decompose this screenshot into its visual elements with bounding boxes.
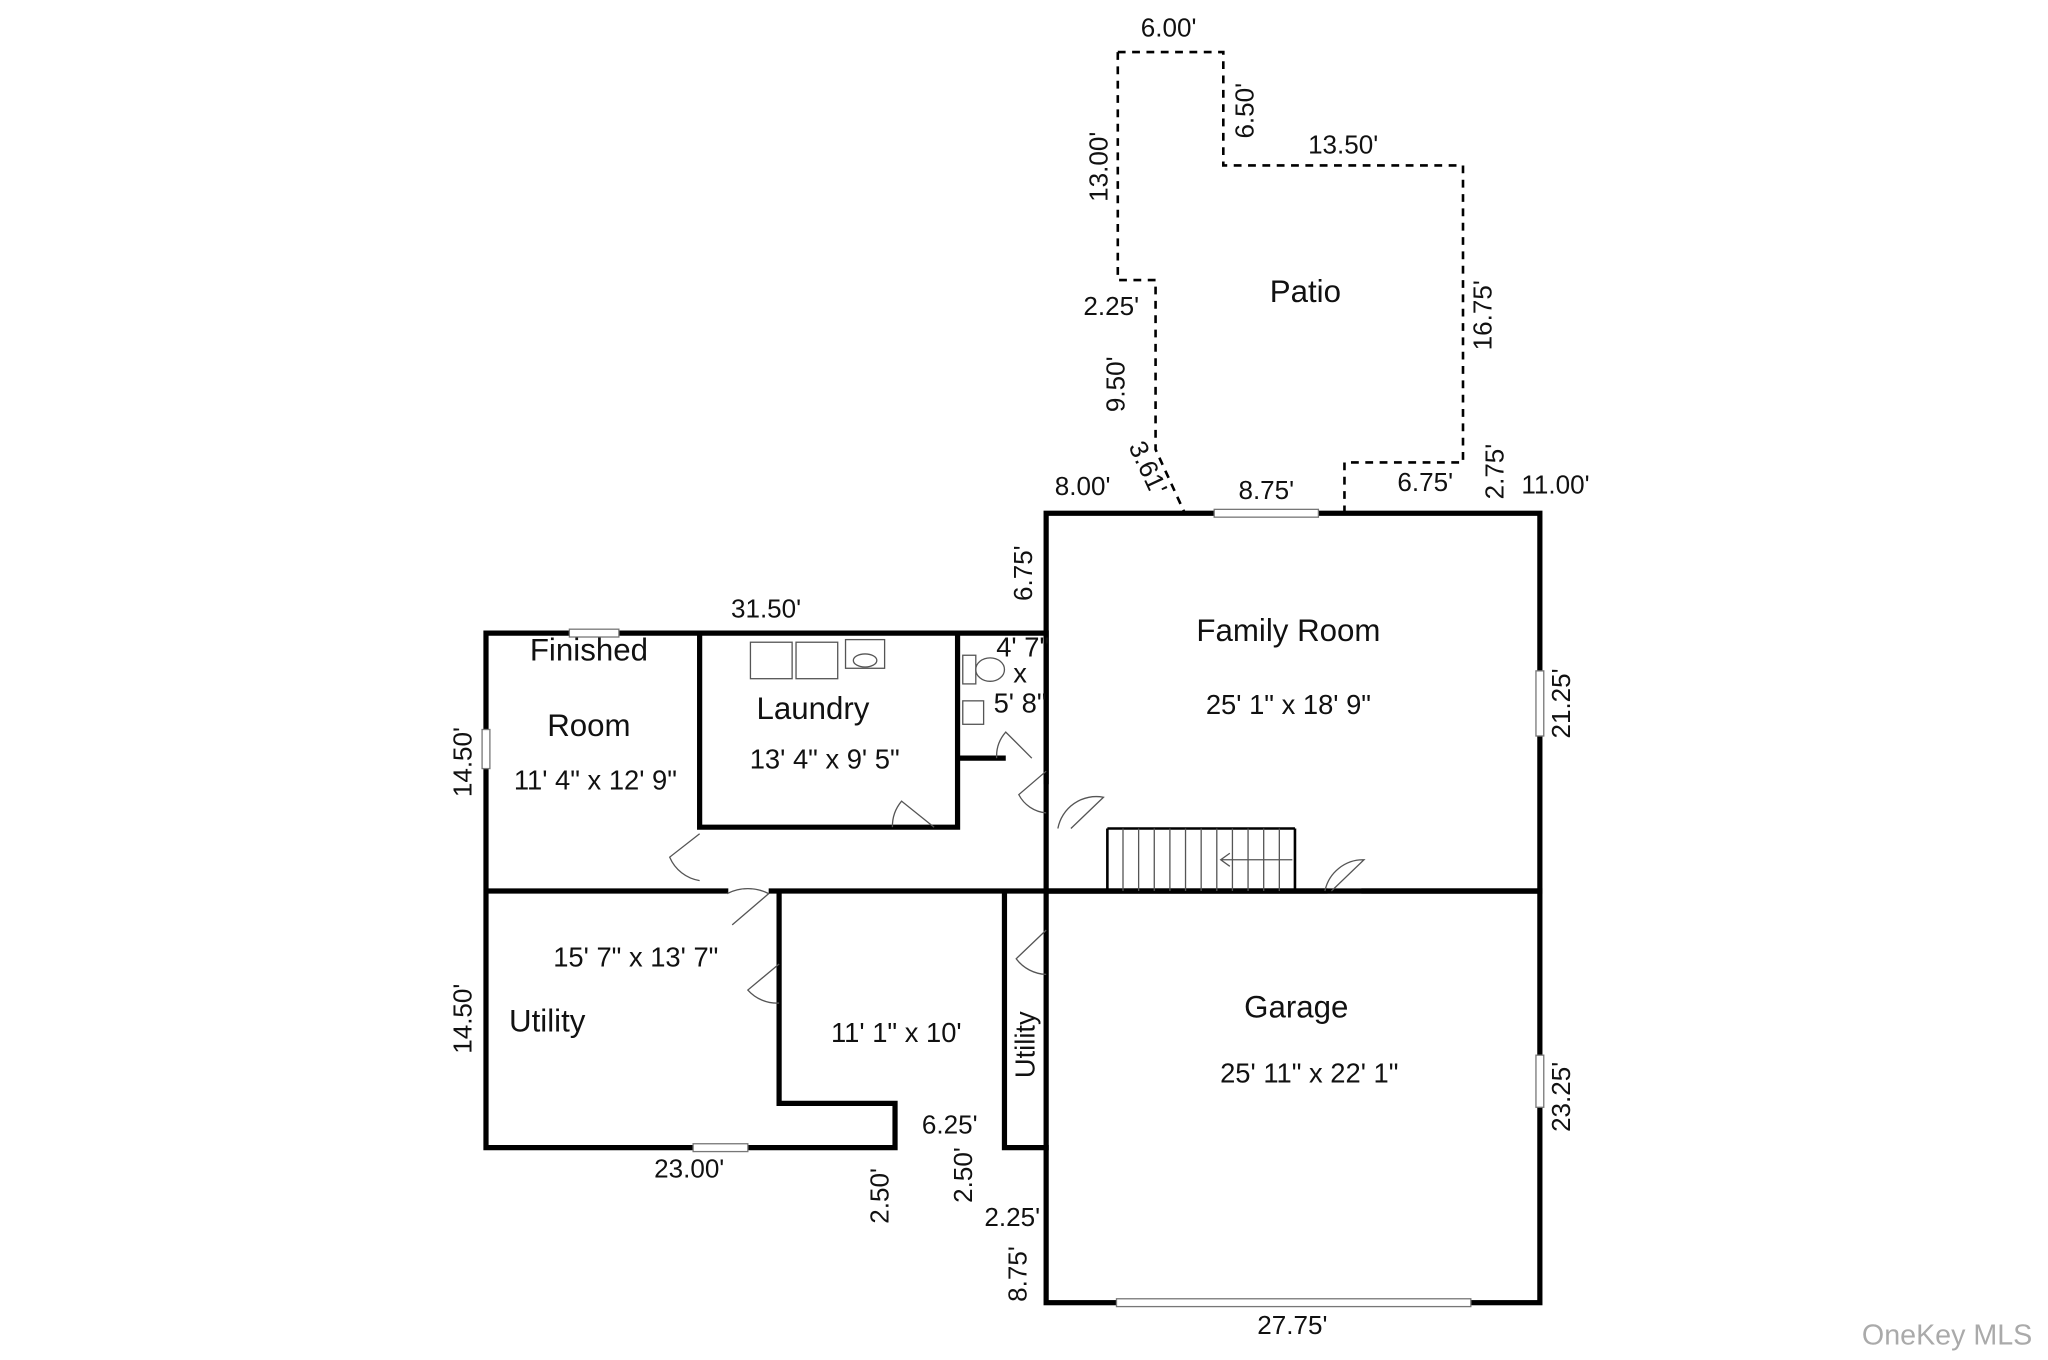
family-room-window-top xyxy=(1213,508,1320,518)
dimension-labels: 6.00' 6.50' 13.50' 13.00' 2.25' 16.75' 9… xyxy=(448,12,1590,1339)
utility-label: Utility xyxy=(509,1004,586,1039)
watermark: OneKey MLS xyxy=(1862,1319,2032,1351)
svg-text:2.25': 2.25' xyxy=(1083,291,1139,321)
finished-room-label-1: Finished xyxy=(530,632,648,667)
svg-text:8.75': 8.75' xyxy=(1003,1246,1033,1302)
svg-text:3.61': 3.61' xyxy=(1123,436,1174,499)
bath-size-2: x xyxy=(1013,658,1027,689)
svg-text:6.25': 6.25' xyxy=(922,1109,978,1139)
family-room-label: Family Room xyxy=(1196,613,1380,648)
garage-size: 25' 11" x 22' 1" xyxy=(1220,1058,1398,1089)
utility-strip-label: Utility xyxy=(1009,1011,1040,1078)
svg-text:14.50': 14.50' xyxy=(448,984,478,1054)
bath-fixtures xyxy=(962,654,1006,725)
doors xyxy=(668,731,1366,1004)
svg-text:9.50': 9.50' xyxy=(1100,356,1130,412)
svg-text:27.75': 27.75' xyxy=(1257,1310,1327,1340)
svg-text:8.00': 8.00' xyxy=(1055,471,1111,501)
svg-text:23.00': 23.00' xyxy=(654,1154,724,1184)
svg-text:21.25': 21.25' xyxy=(1546,668,1576,738)
utility-window xyxy=(692,1143,749,1153)
interior-walls xyxy=(483,630,1543,1151)
svg-text:23.25': 23.25' xyxy=(1546,1062,1576,1132)
stairs-arrow-icon xyxy=(1219,852,1293,867)
stairs xyxy=(1106,827,1297,892)
svg-text:14.50': 14.50' xyxy=(448,727,478,797)
family-room-window-right xyxy=(1535,670,1545,737)
svg-text:11.00': 11.00' xyxy=(1521,470,1589,500)
garage-label: Garage xyxy=(1244,989,1348,1024)
svg-text:13.50': 13.50' xyxy=(1308,130,1378,160)
svg-text:2.25': 2.25' xyxy=(984,1202,1040,1232)
svg-text:31.50': 31.50' xyxy=(731,593,801,623)
finished-room-window-left xyxy=(481,728,491,770)
laundry-label: Laundry xyxy=(756,691,869,726)
svg-text:13.00': 13.00' xyxy=(1083,132,1113,202)
utility-size: 15' 7" x 13' 7" xyxy=(553,942,718,973)
family-room-size: 25' 1" x 18' 9" xyxy=(1206,689,1371,720)
svg-text:6.75': 6.75' xyxy=(1397,467,1453,497)
garage-window-right xyxy=(1535,1054,1545,1108)
storage-size: 11' 1" x 10' xyxy=(831,1017,962,1048)
svg-text:16.75': 16.75' xyxy=(1468,280,1498,350)
garage-door xyxy=(1115,1298,1472,1308)
bath-size-1: 4' 7" xyxy=(996,632,1049,663)
finished-room-size: 11' 4" x 12' 9" xyxy=(514,764,677,795)
svg-text:2.75': 2.75' xyxy=(1479,444,1509,500)
svg-text:6.00': 6.00' xyxy=(1141,12,1197,42)
svg-text:6.75': 6.75' xyxy=(1008,545,1038,601)
bath-size-3: 5' 8" xyxy=(994,688,1047,719)
svg-text:2.50': 2.50' xyxy=(948,1147,978,1203)
laundry-fixtures xyxy=(749,638,886,680)
finished-room-label-2: Room xyxy=(547,708,630,743)
laundry-size: 13' 4" x 9' 5" xyxy=(750,744,900,775)
svg-text:6.50': 6.50' xyxy=(1229,83,1259,139)
garage-walls xyxy=(1043,888,1543,1306)
svg-text:2.50': 2.50' xyxy=(865,1168,895,1224)
svg-text:8.75': 8.75' xyxy=(1238,475,1294,505)
finished-room-window xyxy=(568,628,620,638)
patio-label: Patio xyxy=(1270,274,1341,309)
